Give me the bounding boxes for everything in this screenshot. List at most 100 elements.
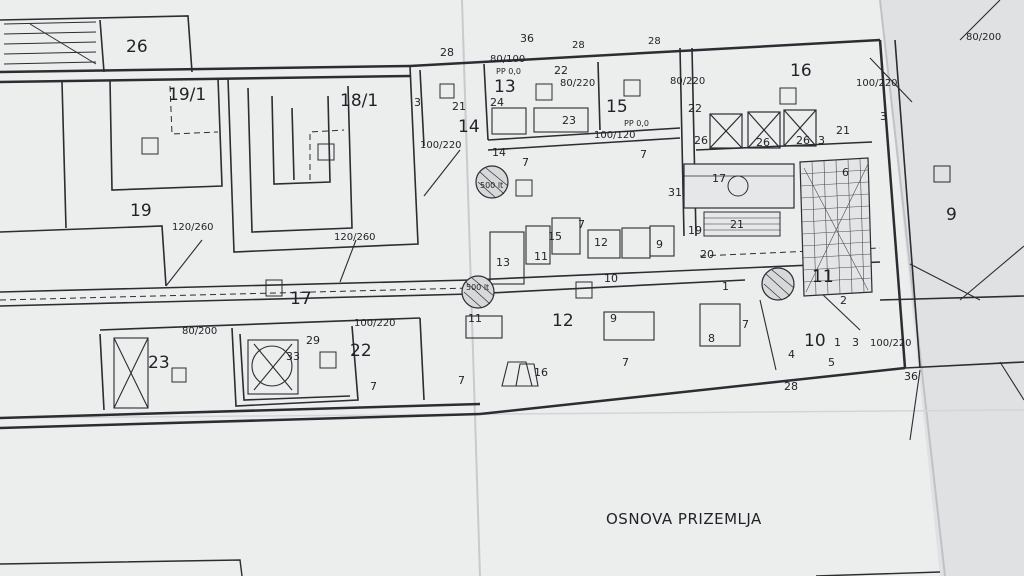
room-label: 19/1	[168, 85, 206, 105]
dimension-label: 80/200	[966, 32, 1001, 43]
paper-right-shade	[880, 0, 1024, 576]
equipment-number: 29	[306, 334, 320, 347]
dimension-label: 80/220	[560, 78, 595, 89]
equipment-number: 1	[722, 280, 729, 293]
room-label: 23	[148, 353, 170, 373]
room-label: 26	[126, 37, 148, 57]
door-swings	[165, 0, 1024, 441]
dimension-label: 100/220	[420, 140, 462, 151]
staircase	[3, 21, 97, 65]
plan-title: OSNOVA PRIZEMLJA	[606, 510, 762, 528]
equipment-number: 8	[708, 332, 715, 345]
equipment-number: 26	[756, 136, 770, 149]
equipment-number: 7	[640, 148, 647, 161]
lower-sheet-fragment	[0, 559, 941, 576]
equipment-number: 3	[880, 110, 887, 123]
equipment-number: 3	[852, 336, 859, 349]
room-label: 11	[812, 267, 834, 287]
dimension-label: 120/260	[334, 232, 376, 243]
equipment-number: 14	[492, 146, 506, 159]
equipment-number: 28	[440, 46, 454, 59]
tiled-floor-room-11	[799, 157, 873, 297]
equipment-number: 19	[688, 224, 702, 237]
equipment-number: 17	[712, 172, 726, 185]
room-label: 10	[804, 331, 826, 351]
door-dimensions: 80/100 28 28 80/220 80/220 100/220 100/2…	[172, 32, 1001, 349]
equipment-number: 11	[534, 250, 548, 263]
equipment-number: 36	[520, 32, 534, 45]
equipment-number: 21	[730, 218, 744, 231]
equipment-number: 20	[700, 248, 714, 261]
equipment-number: 4	[788, 348, 795, 361]
room-label: 12	[552, 311, 574, 331]
equipment-number: 28	[784, 380, 798, 393]
equipment-number: 16	[534, 366, 548, 379]
equipment-number: 26	[796, 134, 810, 147]
dimension-label: 28	[648, 36, 661, 47]
kitchen-appliances	[113, 107, 741, 409]
ceiling-lights	[141, 79, 951, 383]
equipment-number: 21	[452, 100, 466, 113]
equipment-number: 3	[414, 96, 421, 109]
dimension-label: 80/200	[182, 326, 217, 337]
equipment-number: 11	[468, 312, 482, 325]
room-label: 14	[458, 117, 480, 137]
floor-level-label: PP 0,0	[496, 67, 521, 76]
cold-storage-units-26	[709, 109, 817, 149]
tank-capacity-label: 500 lt	[480, 181, 503, 190]
dimension-label: 80/100	[490, 54, 525, 65]
equipment-number: 22	[554, 64, 568, 77]
dimension-label: 100/220	[354, 318, 396, 329]
equipment-number: 24	[490, 96, 504, 109]
room-label: 17	[290, 289, 312, 309]
room-label: 13	[494, 77, 516, 97]
equipment-number: 9	[656, 238, 663, 251]
dimension-label: 100/220	[856, 78, 898, 89]
equipment-number: 6	[842, 166, 849, 179]
equipment-number: 36	[904, 370, 918, 383]
equipment-number: 33	[286, 350, 300, 363]
dimension-label: 80/220	[670, 76, 705, 87]
equipment-number: 21	[836, 124, 850, 137]
equipment-number: 12	[594, 236, 608, 249]
paper-fold-horizontal	[0, 409, 1024, 419]
equipment-numbers: 28 36 22 24 23 3 21 14 7 31 17 21 26 26 …	[286, 32, 918, 393]
tank-capacity-label: 500 lt	[466, 283, 489, 292]
equipment-grid-17	[683, 163, 795, 237]
room-label: 19	[130, 201, 152, 221]
equipment-number: 10	[604, 272, 618, 285]
equipment-number: 3	[818, 134, 825, 147]
room-label: 16	[790, 61, 812, 81]
equipment-number: 2	[840, 294, 847, 307]
exterior-walls	[0, 38, 907, 430]
dimension-label: 100/120	[594, 130, 636, 141]
equipment-number: 22	[688, 102, 702, 115]
equipment-number: 7	[578, 218, 585, 231]
equipment-number: 9	[610, 312, 617, 325]
room-label: 18/1	[340, 91, 378, 111]
equipment-number: 1	[834, 336, 841, 349]
annotations: PP 0,0 PP 0,0 500 lt 500 lt	[466, 67, 649, 292]
equipment-number: 13	[496, 256, 510, 269]
equipment-number: 7	[742, 318, 749, 331]
paper-fold-right	[879, 0, 946, 576]
dimension-label: 120/260	[172, 222, 214, 233]
equipment-number: 26	[694, 134, 708, 147]
equipment-number: 7	[458, 374, 465, 387]
equipment-number: 5	[828, 356, 835, 369]
equipment-number: 7	[370, 380, 377, 393]
equipment-number: 31	[668, 186, 682, 199]
room-label: 22	[350, 341, 372, 361]
equipment-number: 7	[622, 356, 629, 369]
room-label: 9	[946, 205, 957, 225]
hatched-tanks	[461, 165, 795, 309]
room-label: 15	[606, 97, 628, 117]
equipment-number: 23	[562, 114, 576, 127]
dimension-label: 28	[572, 40, 585, 51]
equipment-number: 15	[548, 230, 562, 243]
equipment-number: 7	[522, 156, 529, 169]
dimension-label: 100/220	[870, 338, 912, 349]
floor-level-label: PP 0,0	[624, 119, 649, 128]
